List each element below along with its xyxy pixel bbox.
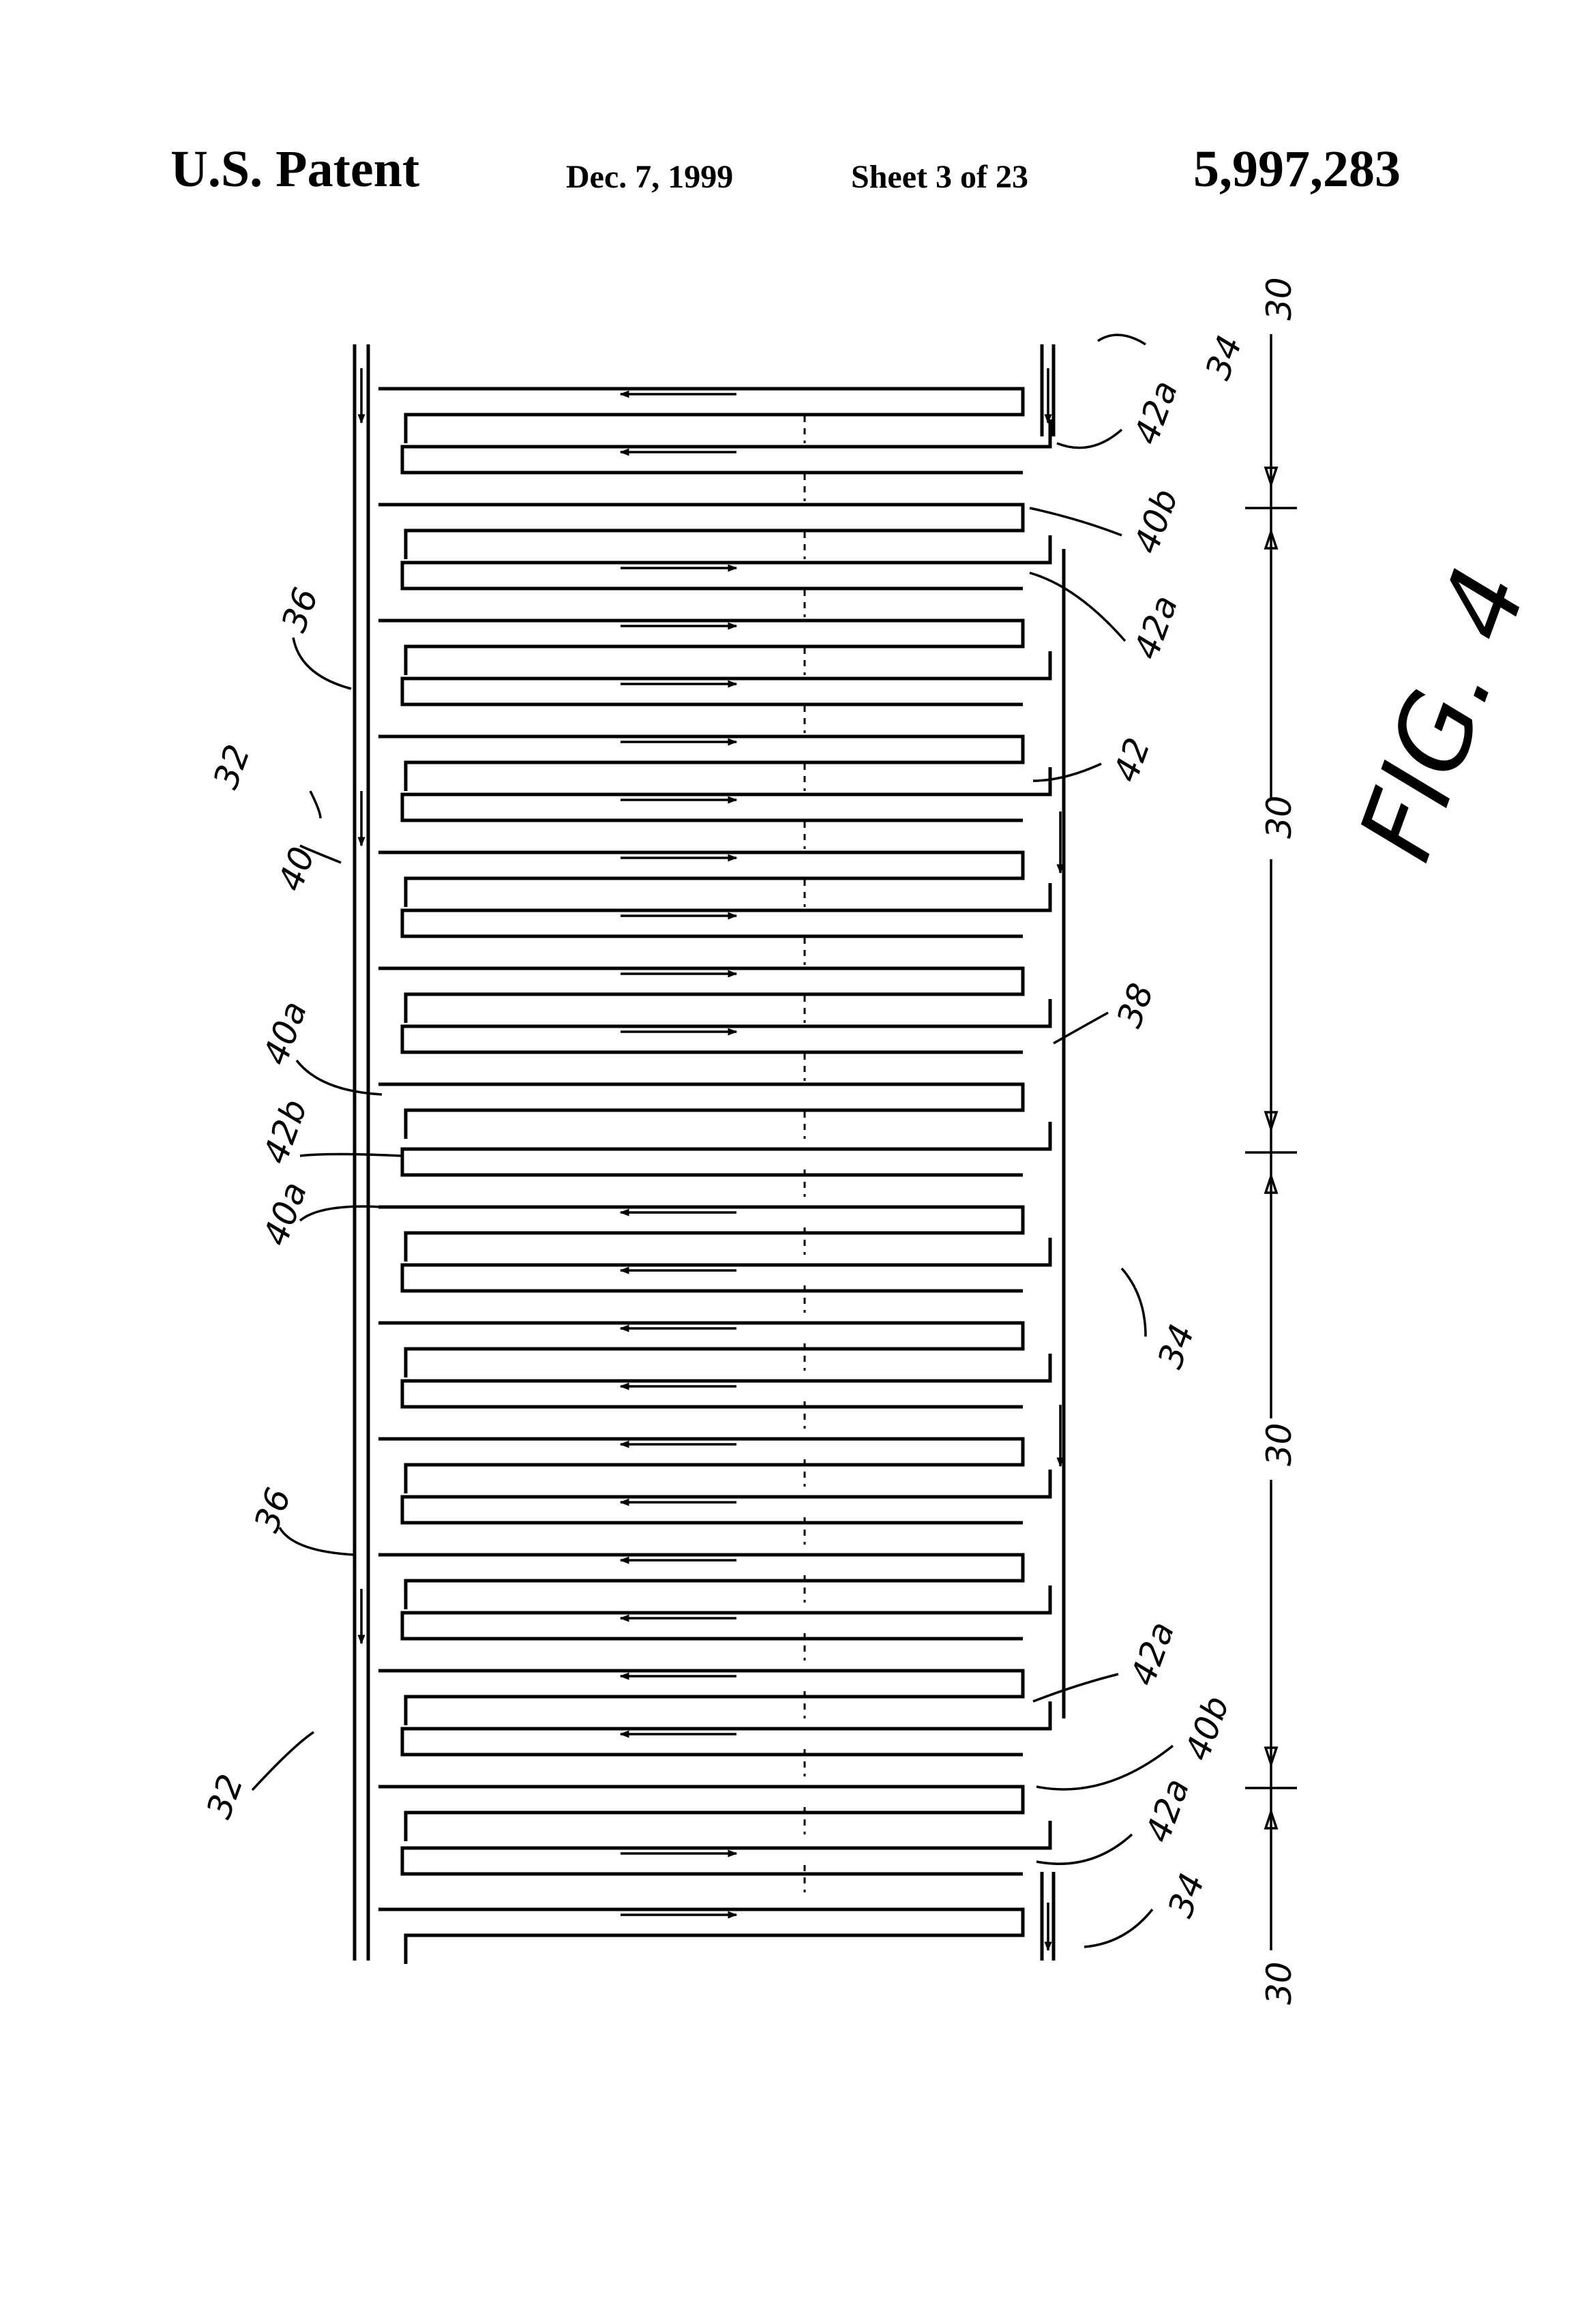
ref-32-first: 32 (206, 739, 258, 794)
right-finger (402, 535, 1050, 589)
ref-40b-first: 40b (1126, 484, 1186, 558)
leader-line (280, 1528, 355, 1555)
current-flow-arrows (361, 368, 1060, 1950)
figure-label: FIG. 4 (1337, 554, 1550, 875)
left-finger (378, 1439, 1023, 1493)
right-finger (402, 1585, 1050, 1639)
ref-36-first: 36 (274, 582, 326, 637)
leader-line (310, 791, 320, 818)
ref-30-upper: 30 (1259, 795, 1299, 839)
ref-34-bottom: 34 (1161, 1868, 1212, 1922)
leader-line (1030, 573, 1125, 641)
ref-42a-second: 42a (1126, 591, 1186, 664)
leader-line (1098, 335, 1146, 344)
dimension-line (1245, 334, 1297, 1950)
ref-34-top: 34 (1198, 330, 1250, 385)
left-finger (378, 505, 1023, 559)
ref-42a-first: 42a (1126, 376, 1186, 449)
ref-40b-second: 40b (1178, 1691, 1237, 1766)
reference-leader-lines (252, 335, 1173, 1947)
left-finger (378, 1084, 1023, 1139)
ref-42: 42 (1106, 732, 1158, 787)
leader-line (1036, 1746, 1173, 1789)
left-finger (378, 1323, 1023, 1377)
leader-line (1122, 1268, 1146, 1337)
right-finger (402, 1238, 1050, 1291)
ref-42a-fourth: 42a (1138, 1774, 1197, 1847)
left-finger (378, 1909, 1023, 1964)
left-finger (378, 1787, 1023, 1841)
ref-38: 38 (1109, 978, 1161, 1032)
ref-36-second: 36 (247, 1483, 299, 1537)
ref-42a-third: 42a (1123, 1617, 1182, 1690)
ref-34-middle: 34 (1150, 1319, 1202, 1373)
right-finger (402, 883, 1050, 936)
right-finger (402, 1122, 1050, 1175)
ref-42b: 42b (256, 1094, 315, 1169)
meander-traces (355, 344, 1064, 1964)
right-finger (402, 651, 1050, 704)
right-finger (402, 419, 1050, 473)
left-finger (378, 852, 1023, 907)
ref-40a-first: 40a (256, 996, 315, 1070)
right-finger (402, 1821, 1050, 1874)
left-finger (378, 968, 1023, 1023)
leader-line (293, 638, 351, 689)
ref-30-bottom: 30 (1259, 1961, 1299, 2005)
right-finger (402, 999, 1050, 1052)
leader-line (1054, 1013, 1108, 1043)
ref-30-middle: 30 (1259, 1422, 1299, 1466)
ref-40a-second: 40a (256, 1177, 315, 1251)
leader-line (1033, 764, 1101, 781)
leader-line (300, 1154, 402, 1157)
leader-line (1033, 1674, 1118, 1701)
left-finger (378, 736, 1023, 791)
leader-line (1030, 508, 1122, 535)
ref-30-top: 30 (1259, 277, 1299, 321)
left-finger (378, 1555, 1023, 1609)
right-finger (402, 1701, 1050, 1755)
left-finger (378, 1671, 1023, 1725)
left-finger (378, 389, 1023, 443)
leader-line (1084, 1909, 1152, 1947)
right-finger (402, 1470, 1050, 1523)
ref-40: 40 (271, 841, 323, 896)
left-finger (378, 621, 1023, 675)
right-finger (402, 1354, 1050, 1407)
ref-32-second: 32 (199, 1769, 251, 1823)
leader-line (252, 1732, 314, 1790)
leader-line (1057, 430, 1122, 448)
right-finger (402, 767, 1050, 820)
left-finger (378, 1207, 1023, 1262)
